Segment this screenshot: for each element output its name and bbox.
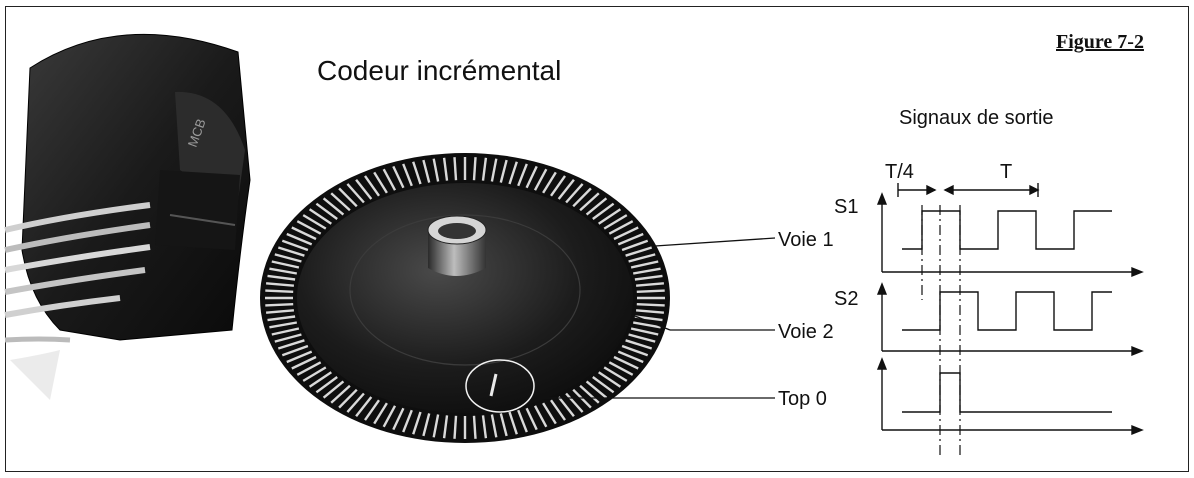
label-voie-1: Voie 1 xyxy=(778,229,834,251)
axis-s2 xyxy=(878,284,1142,355)
waveform-s2 xyxy=(902,292,1112,330)
disk-slot xyxy=(474,157,476,180)
disk-slot xyxy=(455,416,457,439)
disk-slot xyxy=(637,291,665,292)
label-s1: S1 xyxy=(834,196,858,218)
figure-label: Figure 7-2 xyxy=(1056,31,1144,53)
waveform-top0 xyxy=(902,373,1112,412)
timing-diagram xyxy=(878,183,1142,455)
dimension-arrows xyxy=(898,183,1038,197)
page-title: Codeur incrémental xyxy=(317,55,561,86)
disk-slot xyxy=(265,304,293,305)
disk-slot xyxy=(474,416,476,439)
label-s2: S2 xyxy=(834,288,858,310)
waveform-s1 xyxy=(902,211,1112,249)
axis-s1 xyxy=(878,194,1142,276)
sensor-block: MCB xyxy=(5,34,250,400)
disk-slot xyxy=(265,291,293,292)
disk-slot xyxy=(637,304,665,305)
disk-slot xyxy=(455,157,457,180)
label-top-0: Top 0 xyxy=(778,388,827,410)
label-t-quarter: T/4 xyxy=(885,161,914,183)
axis-top0 xyxy=(878,359,1142,434)
encoder-disk xyxy=(260,153,670,443)
label-voie-2: Voie 2 xyxy=(778,321,834,343)
label-t-period: T xyxy=(1000,161,1012,183)
signals-title: Signaux de sortie xyxy=(899,107,1054,129)
